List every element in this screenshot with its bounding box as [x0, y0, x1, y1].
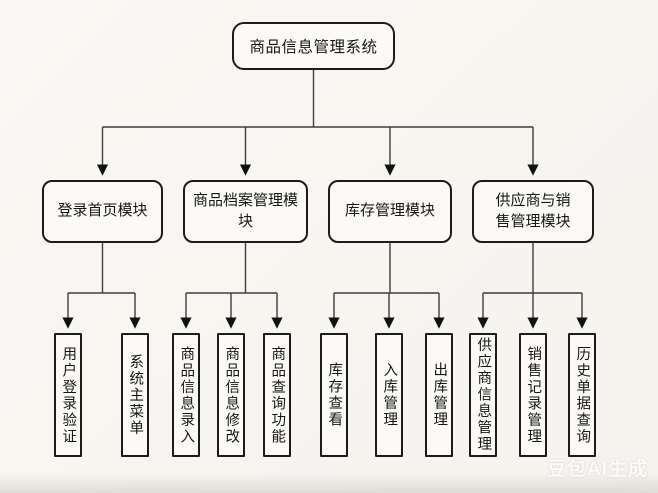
leaf-node-stock-view: 库存查看	[320, 333, 348, 457]
leaf-node-label: 入库管理	[381, 362, 398, 428]
module-node-product-archive: 商品档案管理模块	[183, 180, 308, 243]
leaf-node-outbound-mgmt: 出库管理	[425, 333, 453, 457]
leaf-node-label: 商品信息修改	[223, 345, 240, 445]
ai-generated-watermark: 豆包AI生成	[546, 459, 648, 480]
module-node-label: 供应商与销 售管理模块	[495, 192, 571, 230]
leaf-node-label: 出库管理	[431, 362, 448, 428]
leaf-node-history-doc-query: 历史单据查询	[568, 333, 596, 457]
leaf-node-inbound-mgmt: 入库管理	[375, 333, 403, 457]
module-node-label: 商品档案管理模块	[192, 192, 298, 230]
leaf-node-label: 系统主菜单	[127, 353, 144, 437]
module-node-label: 库存管理模块	[344, 202, 435, 220]
leaf-node-label: 商品查询功能	[269, 345, 286, 445]
module-node-label: 登录首页模块	[57, 202, 148, 220]
root-node-label: 商品信息管理系统	[249, 39, 378, 56]
leaf-node-system-main-menu: 系统主菜单	[121, 333, 149, 457]
module-node-supplier-sales: 供应商与销 售管理模块	[472, 180, 594, 243]
leaf-node-label: 用户登录验证	[60, 345, 77, 445]
leaf-node-label: 供应商信息管理	[475, 337, 492, 453]
leaf-node-product-info-entry: 商品信息录入	[172, 333, 200, 457]
leaf-node-sales-record-mgmt: 销售记录管理	[519, 333, 547, 457]
leaf-node-label: 历史单据查询	[574, 345, 591, 445]
leaf-node-label: 商品信息录入	[178, 345, 195, 445]
leaf-node-supplier-info-mgmt: 供应商信息管理	[469, 333, 497, 457]
module-node-login-home: 登录首页模块	[42, 180, 163, 243]
leaf-node-label: 库存查看	[326, 362, 343, 428]
leaf-node-user-login-verify: 用户登录验证	[54, 333, 82, 457]
leaf-node-product-info-edit: 商品信息修改	[217, 333, 245, 457]
leaf-node-label: 销售记录管理	[525, 345, 542, 445]
leaf-node-product-query: 商品查询功能	[263, 333, 291, 457]
module-node-inventory: 库存管理模块	[328, 180, 452, 243]
root-node-product-info-system: 商品信息管理系统	[232, 22, 395, 70]
